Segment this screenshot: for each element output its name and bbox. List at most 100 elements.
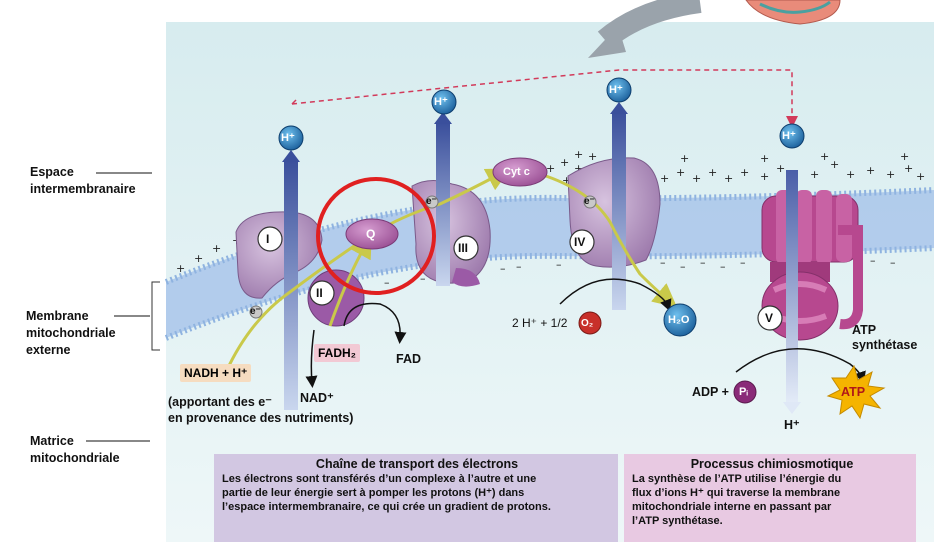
h-ion-4-label: H⁺ [782,130,796,142]
complex-v-label: V [765,311,774,325]
svg-text:–: – [500,262,506,275]
h-ion-3-label: H⁺ [609,84,623,96]
svg-text:+: + [740,166,749,179]
pi-label: Pᵢ [739,386,748,398]
svg-text:+: + [176,262,185,275]
svg-text:–: – [516,260,522,273]
complex-iv-label: IV [574,235,586,249]
zoom-arrowhead [588,26,626,58]
fadh2-label: FADH₂ [314,344,360,362]
svg-text:+: + [846,168,855,181]
svg-text:+: + [560,156,569,169]
electron-2 [425,195,439,209]
electron-path-fadh2 [328,233,372,327]
electron-3-label: e⁻ [584,196,595,207]
svg-text:–: – [740,256,746,269]
adp-label: ADP + [692,385,729,399]
etc-box [214,454,618,542]
complex-v-badge [757,305,783,331]
svg-text:+: + [574,162,583,175]
svg-text:+: + [680,152,689,165]
electron-1 [249,305,263,319]
h-ion-4 [779,123,805,149]
svg-text:+: + [916,170,925,183]
svg-text:+: + [562,174,571,187]
o2-label: O₂ [581,318,594,329]
svg-text:+: + [588,150,597,163]
electron-1-label: e⁻ [250,306,261,317]
proton-column-3 [612,112,626,310]
complex-ii-badge [309,280,335,306]
svg-text:+: + [760,152,769,165]
electron-path-c4 [539,172,678,308]
svg-text:+: + [904,162,913,175]
chemio-box-title: Processus chimiosmotique [690,457,854,471]
svg-text:+: + [212,242,221,255]
etc-box-text: Chaîne de transport des électrons Les él… [222,457,612,514]
svg-text:+: + [886,168,895,181]
h-ion-1 [278,125,304,151]
h-ion-2 [431,89,457,115]
atp-label: ATP [841,385,866,399]
h2o-molecule [663,303,697,337]
proton-column-1 [284,160,298,410]
svg-text:+: + [724,172,733,185]
complex-ii-label: II [316,286,323,300]
electron-2-label: e⁻ [426,196,437,207]
etc-box-title: Chaîne de transport des électrons [315,457,519,471]
matrix-label: Matrice mitochondriale [30,434,120,465]
svg-text:–: – [366,284,372,297]
h-ion-2-label: H⁺ [434,96,448,108]
svg-text:+: + [830,158,839,171]
svg-text:+: + [676,166,685,179]
cytc-label: Cyt c [503,166,530,178]
atp-arrow [735,348,866,384]
svg-text:+: + [194,252,203,265]
proton-flow-arrow [291,69,798,128]
intermembrane-label: Espace intermembranaire [30,165,136,196]
nadh-label: NADH + H⁺ [180,364,252,382]
svg-text:+: + [760,170,769,183]
svg-text:–: – [556,258,562,271]
phosphate-molecule [733,380,757,404]
svg-text:+: + [776,162,785,175]
oxygen-equation: 2 H⁺ + 1/2 [512,316,568,330]
svg-text:+: + [810,168,819,181]
q-ubiquinone [345,218,399,250]
chemio-box-text: Processus chimiosmotique La synthèse de … [632,457,912,528]
svg-text:–: – [890,256,896,269]
svg-text:+: + [900,150,909,163]
h-matrix-label: H⁺ [784,418,800,432]
atp-synthase-label: ATP synthétase [852,323,918,352]
negative-charges: ––––––– ––––––– [366,254,896,297]
fad-label: FAD [396,352,421,366]
svg-text:–: – [870,254,876,267]
o2-molecule [578,311,602,335]
svg-text:+: + [692,172,701,185]
oxygen-arrow [559,278,672,312]
svg-text:+: + [546,162,555,175]
svg-text:+: + [866,164,875,177]
fad-arrow [343,302,407,344]
complex-i-label: I [266,232,270,246]
complex-i-badge [257,226,283,252]
h2o-label: H₂O [668,314,690,326]
svg-text:+: + [660,172,669,185]
electron-3 [583,195,597,209]
proton-column-atp [786,170,798,404]
membrane-bracket [151,281,160,351]
svg-text:–: – [660,256,666,269]
svg-text:+: + [820,150,829,163]
svg-text:+: + [708,166,717,179]
svg-text:–: – [420,272,426,285]
membrane-label: Membrane mitochondriale externe [26,309,116,357]
nadh-source-note: (apportant des e⁻ en provenance des nutr… [168,395,354,425]
q-label: Q [366,227,376,241]
svg-text:–: – [700,256,706,269]
nad-label: NAD⁺ [300,391,334,405]
chemio-box [624,454,916,542]
h-ion-3 [606,77,632,103]
complex-iii-badge [453,235,479,261]
